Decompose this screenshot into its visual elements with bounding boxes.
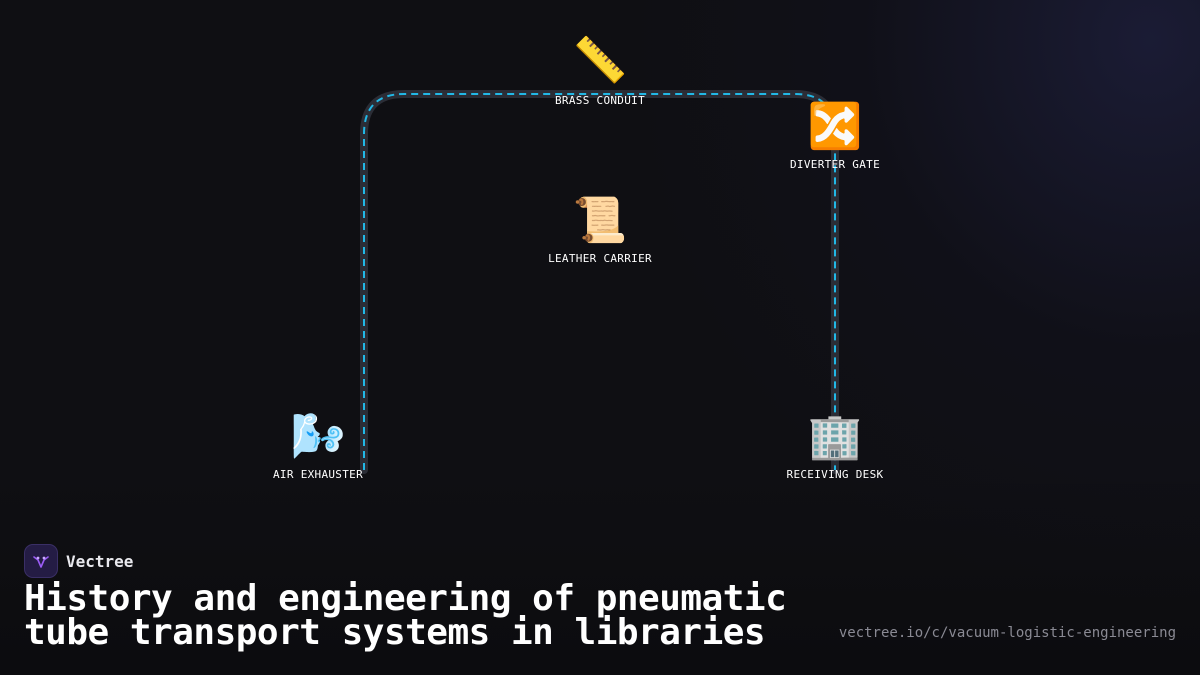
vectree-logo-icon [24, 544, 58, 578]
source-url[interactable]: vectree.io/c/vacuum-logistic-engineering [838, 625, 1176, 641]
tube-casing [360, 90, 839, 474]
node-air-exhauster[interactable]: 🌬️ AIR EXHAUSTER [273, 411, 363, 482]
node-label: BRASS CONDUIT [555, 94, 645, 107]
page-title: History and engineering of pneumatic tub… [24, 578, 787, 653]
node-diverter-gate[interactable]: 🔀 DIVERTER GATE [790, 101, 880, 172]
ruler-icon: 📏 [572, 35, 628, 86]
node-label: RECEIVING DESK [786, 468, 884, 481]
brand-name: Vectree [66, 551, 134, 571]
node-label: LEATHER CARRIER [548, 252, 652, 265]
shuffle-icon: 🔀 [807, 101, 863, 152]
brand[interactable]: Vectree [24, 544, 133, 578]
wind-icon: 🌬️ [290, 411, 346, 462]
node-receiving-desk[interactable]: 🏢 RECEIVING DESK [786, 411, 884, 482]
node-brass-conduit[interactable]: 📏 BRASS CONDUIT [555, 35, 645, 108]
node-label: DIVERTER GATE [790, 158, 880, 171]
air-flow-line [363, 93, 836, 470]
node-leather-carrier[interactable]: 📜 LEATHER CARRIER [548, 195, 652, 266]
scroll-icon: 📜 [572, 195, 628, 246]
office-building-icon: 🏢 [807, 411, 863, 462]
node-label: AIR EXHAUSTER [273, 468, 363, 481]
